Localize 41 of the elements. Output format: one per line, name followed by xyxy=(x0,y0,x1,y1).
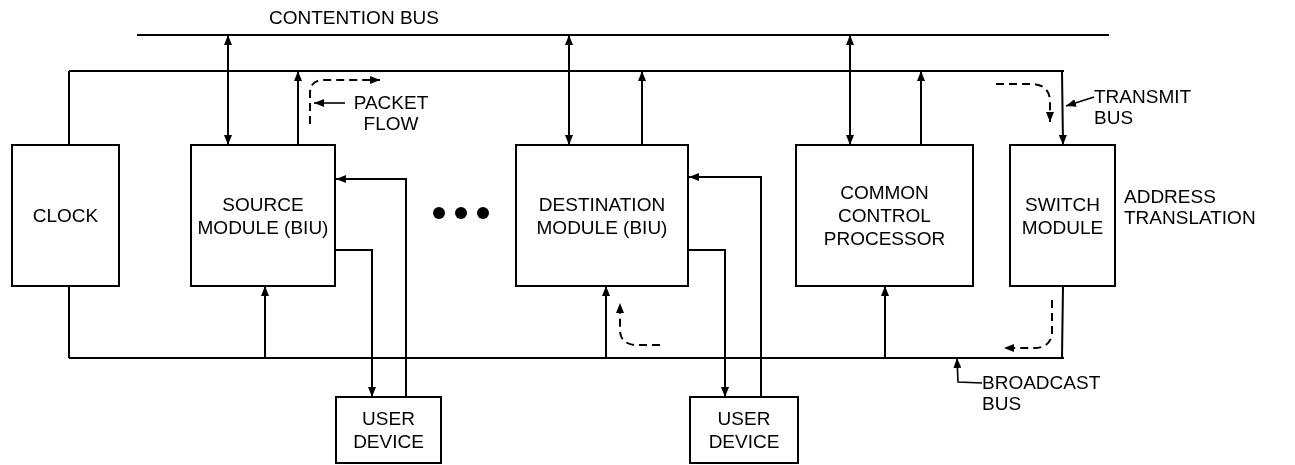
connector-line xyxy=(1061,285,1064,359)
block-box xyxy=(190,144,336,287)
connector-arrow xyxy=(881,285,889,359)
connector-arrow xyxy=(638,70,646,146)
connector-arrow xyxy=(846,34,854,146)
block-label: SWITCH MODULE xyxy=(1020,192,1105,239)
annotation-label: PACKET FLOW xyxy=(345,92,437,134)
leader-line xyxy=(313,99,346,107)
connector-line xyxy=(68,285,70,359)
connector-arrow xyxy=(335,249,376,398)
connector-arrow xyxy=(261,285,269,359)
block-label: COMMON CONTROL PROCESSOR xyxy=(822,181,947,250)
annotation-label: TRANSMIT BUS xyxy=(1094,86,1194,128)
block-box xyxy=(11,144,120,287)
block-box xyxy=(515,144,689,287)
block-box xyxy=(335,396,442,464)
block-box xyxy=(795,144,974,287)
connector-arrow xyxy=(565,34,573,146)
connector-arrow xyxy=(602,285,610,359)
connector-arrow xyxy=(688,249,729,398)
block-label: CLOCK xyxy=(32,204,99,227)
block-box xyxy=(1009,144,1116,287)
connector-line xyxy=(68,70,70,146)
connector-arrow xyxy=(917,70,925,146)
bus-line xyxy=(69,357,1064,359)
connector-arrow xyxy=(1058,70,1067,146)
leader-line xyxy=(1065,96,1095,107)
leader-line xyxy=(953,357,983,384)
block-label: SOURCE MODULE (BIU) xyxy=(196,192,330,239)
connector-arrow xyxy=(335,175,407,398)
block-label: USER DEVICE xyxy=(707,407,781,453)
block-label: USER DEVICE xyxy=(352,407,425,453)
block-label: DESTINATION MODULE (BIU) xyxy=(535,192,669,239)
bus-label: CONTENTION BUS xyxy=(268,6,440,29)
block-box xyxy=(689,396,799,464)
side-label: ADDRESS TRANSLATION xyxy=(1124,186,1257,228)
connector-arrow xyxy=(294,70,302,146)
connector-arrow xyxy=(224,34,232,146)
connector-arrow xyxy=(688,173,762,398)
annotation-label: BROADCAST BUS xyxy=(982,372,1122,414)
bus-line xyxy=(69,70,1064,72)
